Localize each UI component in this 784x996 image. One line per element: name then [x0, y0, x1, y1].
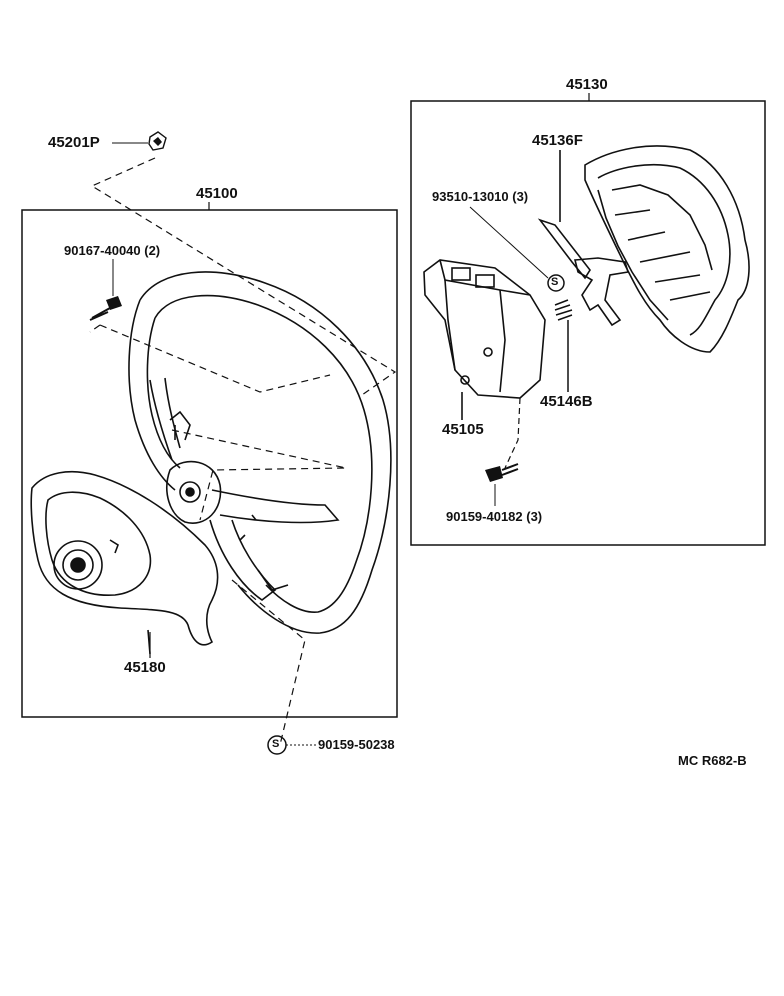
screw-part-left [89, 259, 122, 321]
steering-wheel-drawing [128, 271, 392, 634]
dashed-alignment-hub [171, 429, 347, 521]
label-bolt-right: 93510-13010 (3) [432, 189, 529, 204]
steering-wheel-assembly-frame [21, 209, 398, 718]
figure-code: MC R682-B [678, 753, 747, 768]
label-lock-nut-s: S [272, 738, 280, 750]
bolt-right-part [469, 206, 565, 292]
label-assy-left: 45100 [196, 185, 238, 202]
pad-assembly-frame [410, 100, 766, 546]
label-lock-nut-s-right: S [551, 276, 559, 288]
label-spring: 45146B [540, 393, 593, 410]
dashed-alignment-screw [89, 324, 331, 393]
lock-nut-bottom [267, 735, 316, 755]
label-assy-right: 45130 [566, 76, 608, 93]
dashed-alignment-right [504, 397, 521, 469]
label-pad-lower: 45180 [124, 659, 166, 676]
label-nut-bottom: 90159-50238 [318, 737, 395, 752]
emblem-part [112, 131, 167, 151]
screw-part-right [485, 463, 519, 506]
dashed-alignment-emblem [90, 157, 397, 396]
label-screw-left: 90167-40040 (2) [64, 243, 161, 258]
label-spring-plate: 45136F [532, 132, 583, 149]
label-screw-right: 90159-40182 (3) [446, 509, 543, 524]
spring-drawing [554, 299, 573, 392]
dashed-alignment-nut [231, 579, 306, 746]
spring-plate-drawing [537, 150, 630, 327]
steering-pad-drawing [30, 470, 219, 655]
pad-cover-drawing [584, 145, 750, 353]
label-inflator: 45105 [442, 421, 484, 438]
inflator-drawing [423, 259, 546, 420]
label-emblem: 45201P [48, 134, 100, 151]
